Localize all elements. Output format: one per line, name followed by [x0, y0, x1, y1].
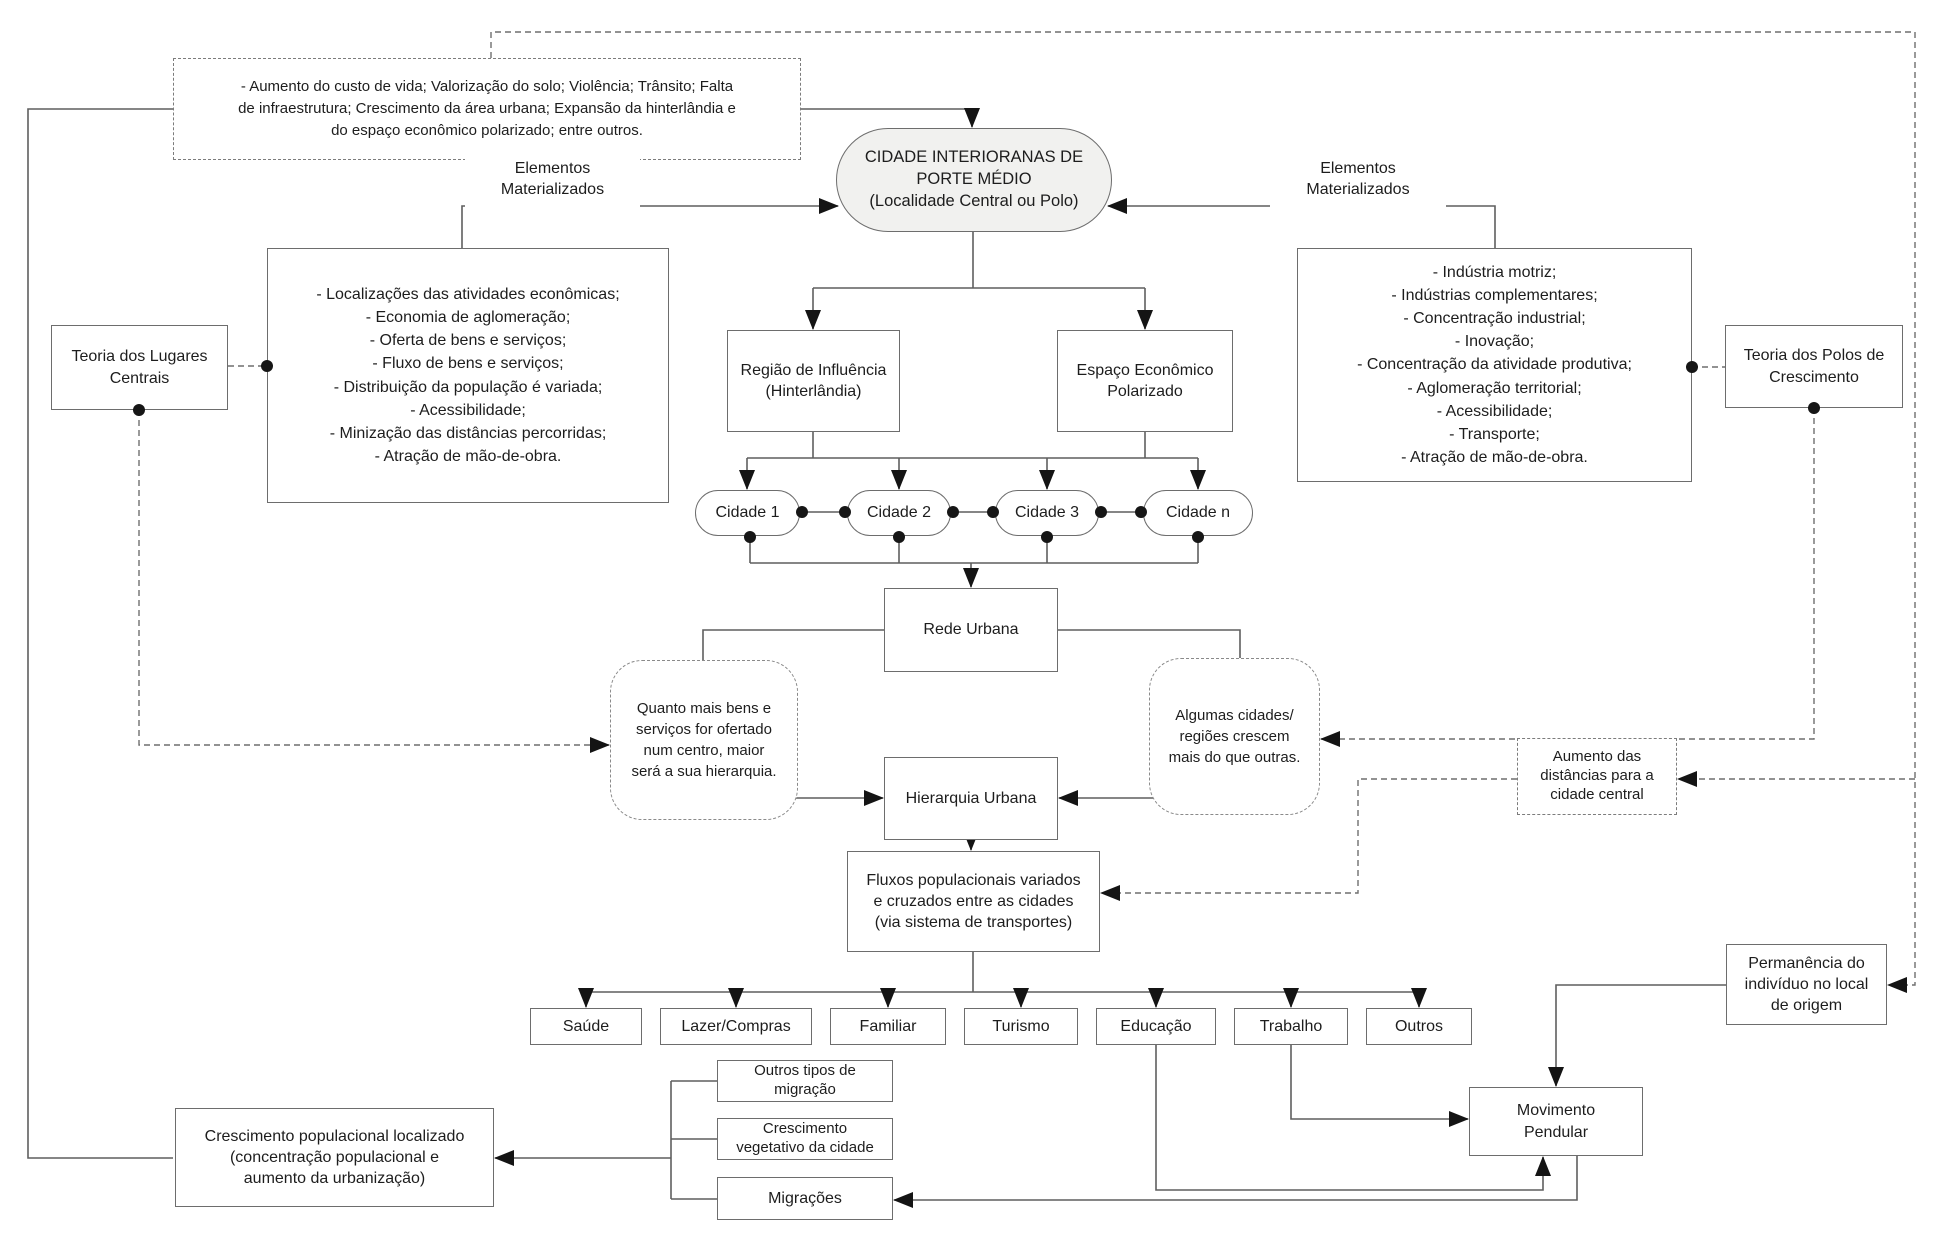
node-outros-tipos-migracao: Outros tipos de migração [717, 1060, 893, 1102]
label-elementos-materializados-right: Elementos Materializados [1270, 152, 1446, 208]
node-movimento-pendular: Movimento Pendular [1469, 1087, 1643, 1156]
node-espaco-economico: Espaço Econômico Polarizado [1057, 330, 1233, 432]
node-aumento-distancias: Aumento das distâncias para a cidade cen… [1517, 738, 1677, 815]
edge-educacao-to-pendular [1155, 1045, 1551, 1191]
edge-pendular-to-migracoes [893, 1156, 1578, 1208]
label-elementos-materializados-left: Elementos Materializados [465, 152, 640, 208]
node-familiar: Familiar [830, 1008, 946, 1045]
edge-trabalho-to-pendular [1290, 1045, 1469, 1127]
node-consequences: - Aumento do custo de vida; Valorização … [173, 58, 801, 160]
node-outros: Outros [1366, 1008, 1472, 1045]
node-cidade-2: Cidade 2 [847, 490, 951, 536]
node-central-city: CIDADE INTERIORANAS DE PORTE MÉDIO (Loca… [836, 128, 1112, 232]
node-turismo: Turismo [964, 1008, 1078, 1045]
node-bubble-hierarquia: Quanto mais bens e serviços for ofertado… [610, 660, 798, 820]
edge-consequences-to-city [801, 108, 980, 128]
node-bubble-crescimento-desigual: Algumas cidades/ regiões crescem mais do… [1149, 658, 1320, 815]
edge-right-elements-to-city [1107, 198, 1496, 248]
node-hierarquia-urbana: Hierarquia Urbana [884, 757, 1058, 840]
node-crescimento-populacional: Crescimento populacional localizado (con… [175, 1108, 494, 1207]
node-regiao-influencia: Região de Influência (Hinterlândia) [727, 330, 900, 432]
edge-right-theory-to-bubble [1320, 408, 1815, 747]
node-migracoes: Migrações [717, 1177, 893, 1220]
node-left-detail-list: - Localizações das atividades econômicas… [267, 248, 669, 503]
edge-left-theory-to-bubble [138, 410, 610, 753]
node-educacao: Educação [1096, 1008, 1216, 1045]
edge-consequences-feedback [490, 31, 1916, 993]
node-cidade-n: Cidade n [1143, 490, 1253, 536]
edge-aumento-to-fluxos [1100, 778, 1517, 901]
node-cidade-3: Cidade 3 [995, 490, 1099, 536]
node-trabalho: Trabalho [1234, 1008, 1348, 1045]
node-fluxos-populacionais: Fluxos populacionais variados e cruzados… [847, 851, 1100, 952]
edge-left-elements-to-city [461, 198, 839, 248]
node-cidade-1: Cidade 1 [695, 490, 800, 536]
node-rede-urbana: Rede Urbana [884, 588, 1058, 672]
edge-permanencia-to-pendular [1548, 984, 1726, 1087]
node-permanencia: Permanência do indivíduo no local de ori… [1726, 944, 1887, 1025]
node-right-detail-list: - Indústria motriz; - Indústrias complem… [1297, 248, 1692, 482]
node-teoria-polos-crescimento: Teoria dos Polos de Crescimento [1725, 325, 1903, 408]
node-lazer-compras: Lazer/Compras [660, 1008, 812, 1045]
node-saude: Saúde [530, 1008, 642, 1045]
edge-growth-to-consequences [27, 108, 173, 1159]
node-teoria-lugares-centrais: Teoria dos Lugares Centrais [51, 325, 228, 410]
node-crescimento-vegetativo: Crescimento vegetativo da cidade [717, 1118, 893, 1160]
